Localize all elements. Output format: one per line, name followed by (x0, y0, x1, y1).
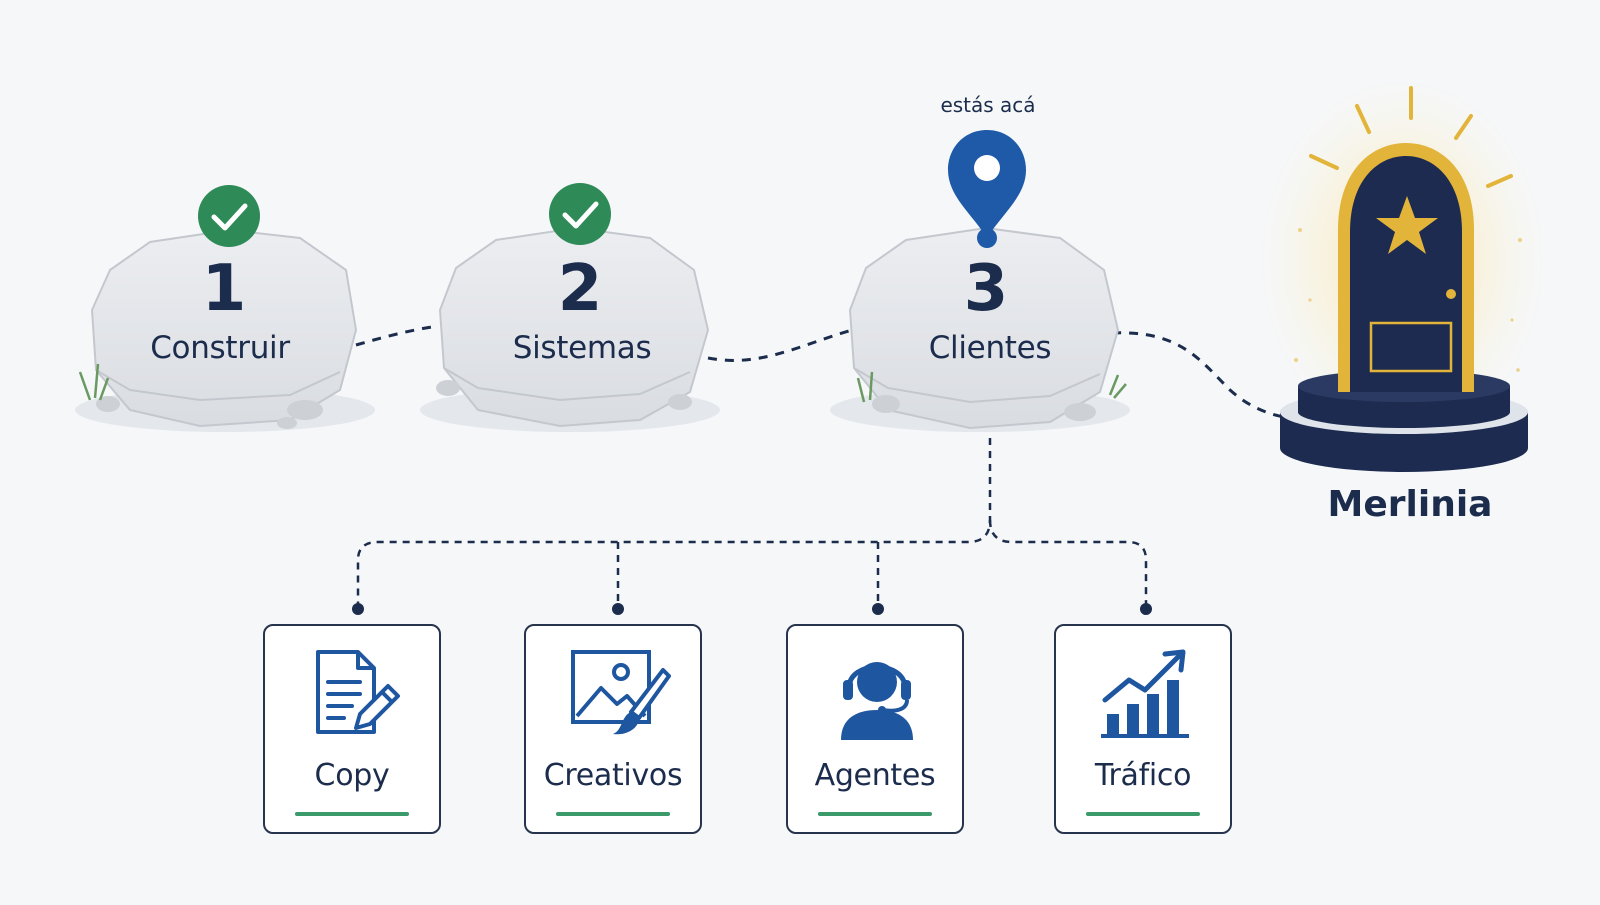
branch-card-agentes: Agentes (786, 624, 964, 834)
branch-label-creativos: Creativos (543, 758, 683, 793)
image-brush-icon (571, 650, 671, 735)
stone-3 (830, 226, 1130, 432)
progress-path (355, 324, 1291, 420)
branch-label-agentes: Agentes (814, 758, 936, 793)
step-2-number: 2 (557, 252, 603, 326)
destination-name: Merlinia (1327, 484, 1493, 525)
branch-connectors (356, 438, 1148, 605)
step-1-number: 1 (201, 252, 247, 326)
card-underline (556, 812, 670, 816)
current-marker-label: estás acá (940, 93, 1036, 117)
headset-agent-icon (841, 662, 913, 740)
check-icon (198, 185, 260, 247)
stone-1 (75, 228, 375, 432)
document-pencil-icon (316, 650, 400, 734)
step-2-name: Sistemas (512, 330, 652, 366)
check-icon (549, 183, 611, 245)
branch-card-copy: Copy (263, 624, 441, 834)
step-3-name: Clientes (928, 330, 1052, 366)
branch-card-creativos: Creativos (524, 624, 702, 834)
branch-label-trafico: Tráfico (1094, 758, 1192, 793)
growth-chart-icon (1101, 649, 1189, 738)
glowing-door-icon (1252, 70, 1552, 472)
stone-2 (420, 226, 720, 432)
card-underline (295, 812, 409, 816)
branch-card-trafico: Tráfico (1054, 624, 1232, 834)
step-3-number: 3 (963, 252, 1009, 326)
card-underline (818, 812, 932, 816)
card-underline (1086, 812, 1200, 816)
location-pin-icon (948, 130, 1026, 248)
step-1-name: Construir (150, 330, 290, 366)
branch-label-copy: Copy (314, 758, 390, 793)
branch-endpoints (352, 603, 1152, 615)
